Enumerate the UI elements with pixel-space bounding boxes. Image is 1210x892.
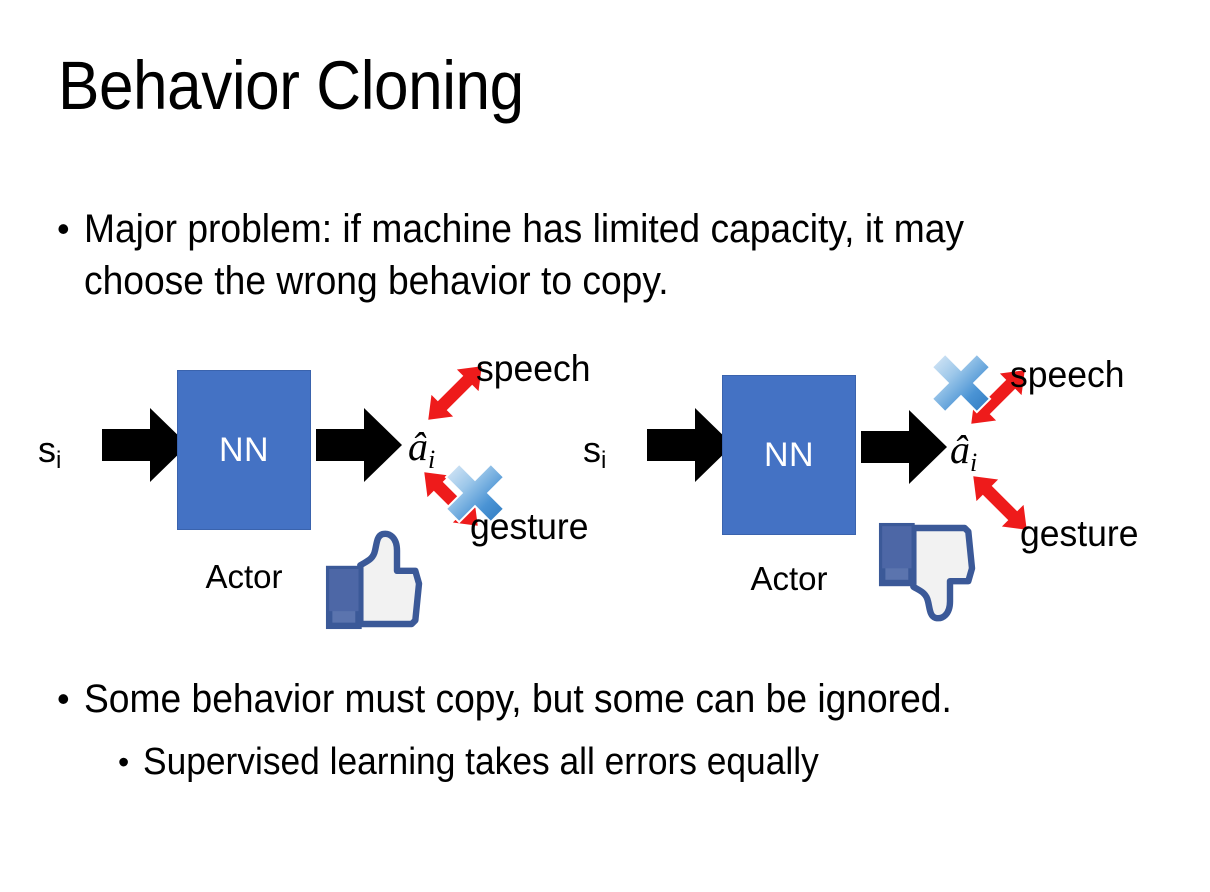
output-label-speech-left: speech — [476, 348, 591, 389]
output-arrow-speech-right — [971, 370, 1025, 424]
input-flow-arrow-left — [102, 408, 188, 482]
output-arrow-speech-left — [428, 366, 482, 420]
actor-caption-right: Actor — [750, 560, 828, 597]
action-label-right: âi — [950, 427, 978, 477]
action-label-left: âi — [408, 424, 436, 474]
bullet-marker-icon: • — [57, 678, 70, 719]
neural-network-box-right: NN — [722, 375, 856, 535]
thumbs-up-icon — [325, 530, 423, 630]
bullet-supervised-learning: • Supervised learning takes all errors e… — [118, 736, 1178, 788]
neural-network-label: NN — [218, 431, 270, 469]
neural-network-box-left: NN — [177, 370, 311, 530]
bullet-marker-icon: • — [118, 744, 130, 780]
state-label-right: si — [583, 429, 607, 475]
input-flow-arrow-right — [647, 408, 733, 482]
bullet-some-behavior: • Some behavior must copy, but some can … — [57, 673, 1177, 725]
output-flow-arrow-right — [861, 410, 947, 484]
page-title: Behavior Cloning — [58, 47, 524, 124]
thumbs-down-icon — [878, 522, 976, 622]
output-arrow-gesture-right — [973, 476, 1027, 530]
neural-network-label: NN — [763, 436, 815, 474]
output-label-gesture-left: gesture — [470, 506, 589, 547]
bullet-text: Major problem: if machine has limited ca… — [84, 207, 975, 303]
cross-out-icon-gesture-left — [444, 462, 506, 524]
bullet-major-problem: • Major problem: if machine has limited … — [57, 203, 1167, 307]
cross-out-icon-speech-right — [930, 352, 992, 414]
bullet-text: Supervised learning takes all errors equ… — [143, 741, 819, 783]
state-label-left: si — [38, 429, 62, 475]
bullet-marker-icon: • — [57, 208, 70, 249]
output-label-speech-right: speech — [1010, 354, 1125, 395]
diagram-right-bad-case: si NN Actor âi — [555, 330, 1145, 640]
bullet-text: Some behavior must copy, but some can be… — [84, 677, 952, 721]
diagram-left-good-case: si NN Actor âi speech — [10, 330, 600, 640]
actor-caption-left: Actor — [205, 558, 283, 595]
output-label-gesture-right: gesture — [1020, 513, 1139, 554]
output-flow-arrow-left — [316, 408, 402, 482]
